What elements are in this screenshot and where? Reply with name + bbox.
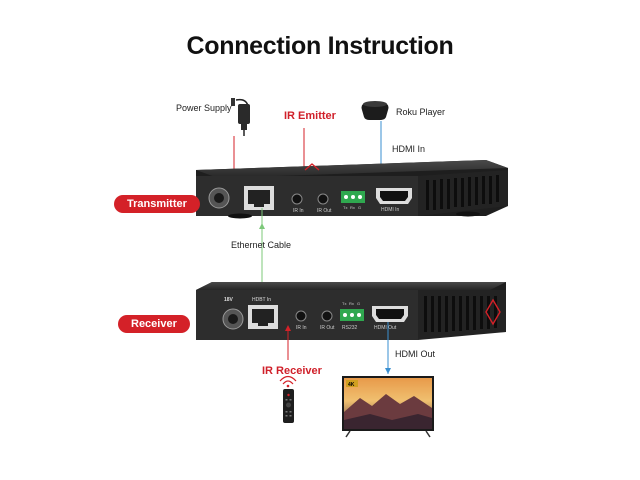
ir-emitter-label: IR Emitter [284,110,336,122]
rx-term-tx: Tx [342,301,346,306]
page-title: Connection Instruction [186,32,454,60]
ir-receiver-label: IR Receiver [262,365,322,377]
tx-term-tx: Tx [343,205,347,210]
hdmi-out-label: HDMI Out [395,349,436,359]
rx-ir-in-label: IR In [296,325,307,331]
tv-4k-badge: 4K [348,382,355,388]
ir-signal-icon [279,375,297,388]
tx-term-g: G [358,205,361,210]
power-adapter-icon [231,98,250,136]
receiver-badge: Receiver [118,315,190,333]
rx-term-g: G [357,301,360,306]
tx-hdmi-in-port-label: HDMI In [381,207,400,213]
tx-term-rx: Rx [350,205,355,210]
transmitter-device [196,160,508,219]
rx-hdmi-out-port-label: HDMI Out [374,325,397,331]
roku-player-icon [361,101,389,120]
roku-player-label: Roku Player [396,107,446,117]
receiver-device [196,282,506,340]
rx-term-rx: Rx [349,301,354,306]
tx-ir-out-label: IR Out [317,208,332,214]
hdmi-in-label: HDMI In [392,144,426,154]
ethernet-cable-label: Ethernet Cable [231,240,292,250]
power-supply-label: Power Supply [176,103,232,113]
transmitter-badge: Transmitter [114,195,200,213]
tv-icon: 4K [342,376,434,438]
rx-hdbt-in-label: HDBT In [252,297,271,303]
rx-ir-out-label: IR Out [320,325,335,331]
rx-rs232-label: RS232 [342,325,358,331]
remote-control-icon [283,389,294,423]
rx-voltage-label: 18V [224,297,234,303]
tx-ir-in-label: IR In [293,208,304,214]
